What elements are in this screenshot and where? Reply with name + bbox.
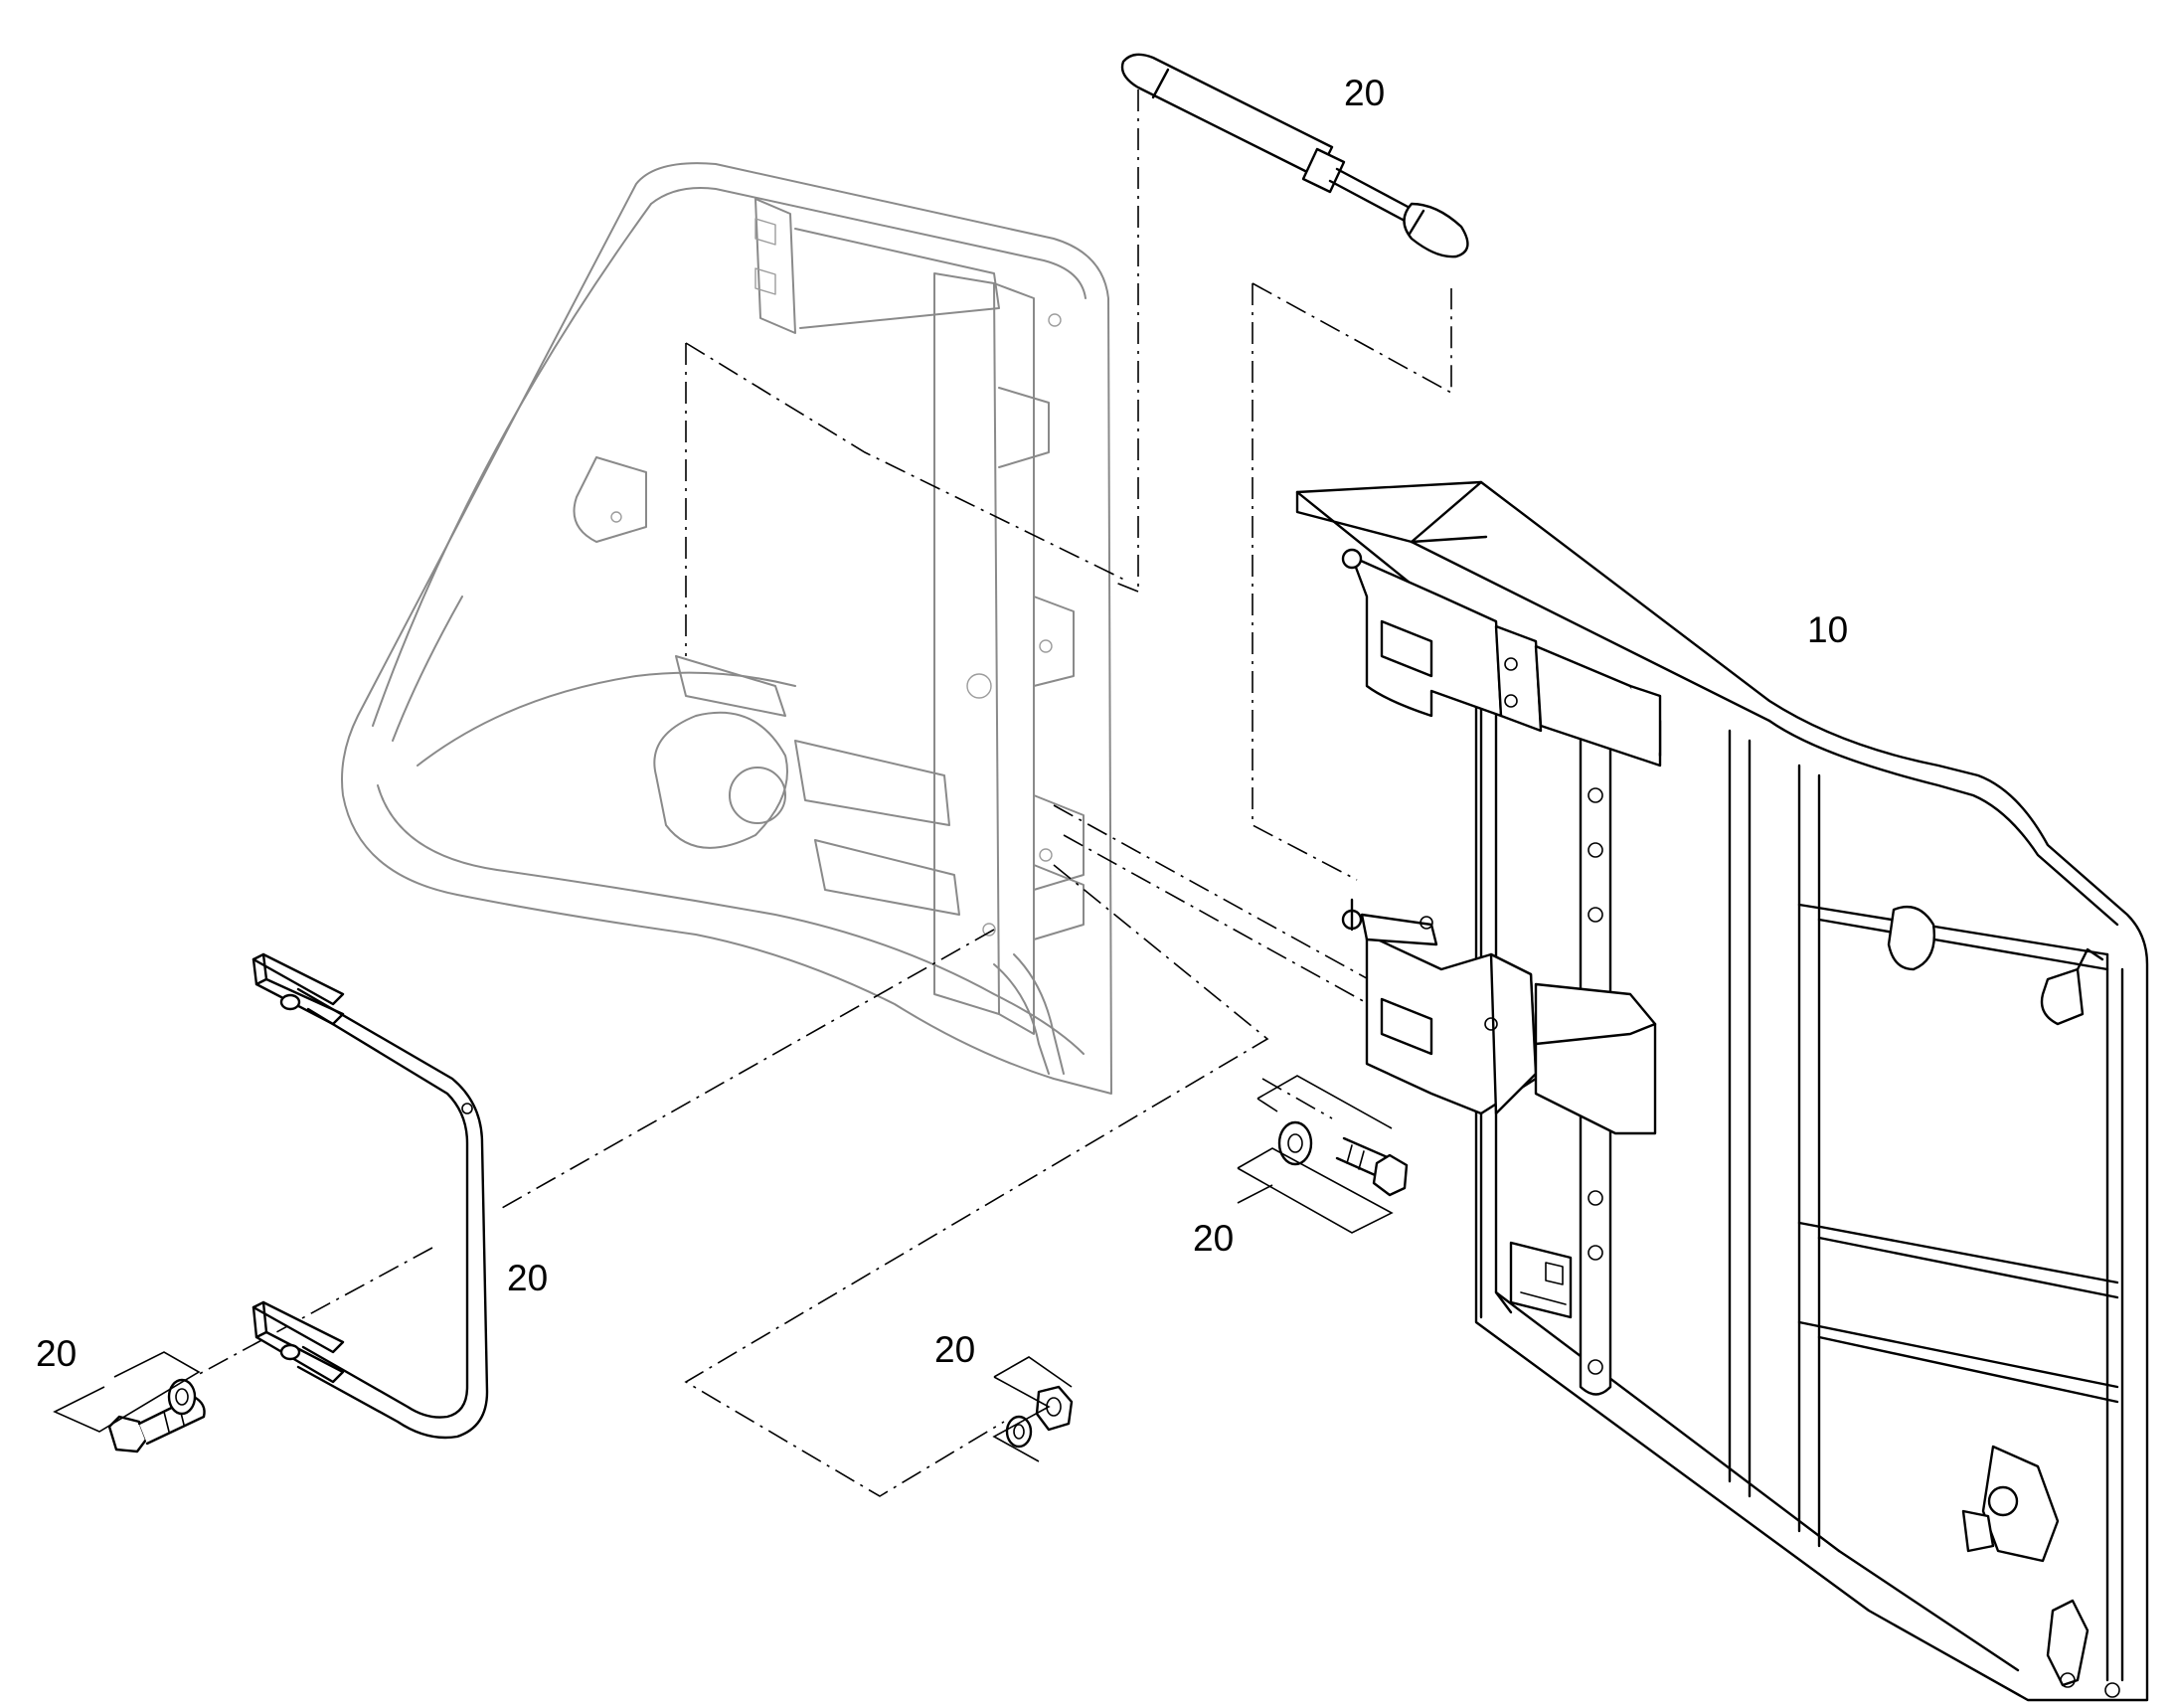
callout-door-panel: 10 xyxy=(1807,609,1848,650)
callout-gas-strut: 20 xyxy=(1344,73,1385,113)
gas-strut xyxy=(1120,53,1469,258)
callout-center-nut-washer: 20 xyxy=(934,1329,975,1370)
callout-leaders xyxy=(53,1075,1394,1462)
cab-housing-ghost xyxy=(341,162,1112,1095)
assembly-lines xyxy=(193,89,1452,1497)
callout-right-bolt-washer: 20 xyxy=(1193,1218,1234,1259)
left-bolt-washer xyxy=(107,1378,206,1453)
callout-left-bolt-washer: 20 xyxy=(36,1333,77,1374)
handle-bar xyxy=(251,952,489,1440)
callout-handle-bar: 20 xyxy=(507,1258,548,1298)
center-nut-washer xyxy=(1005,1385,1074,1449)
right-bolt-washer xyxy=(1277,1120,1409,1197)
door-panel xyxy=(1295,480,2149,1702)
callout-labels: 20 10 20 20 20 20 xyxy=(36,73,1848,1374)
